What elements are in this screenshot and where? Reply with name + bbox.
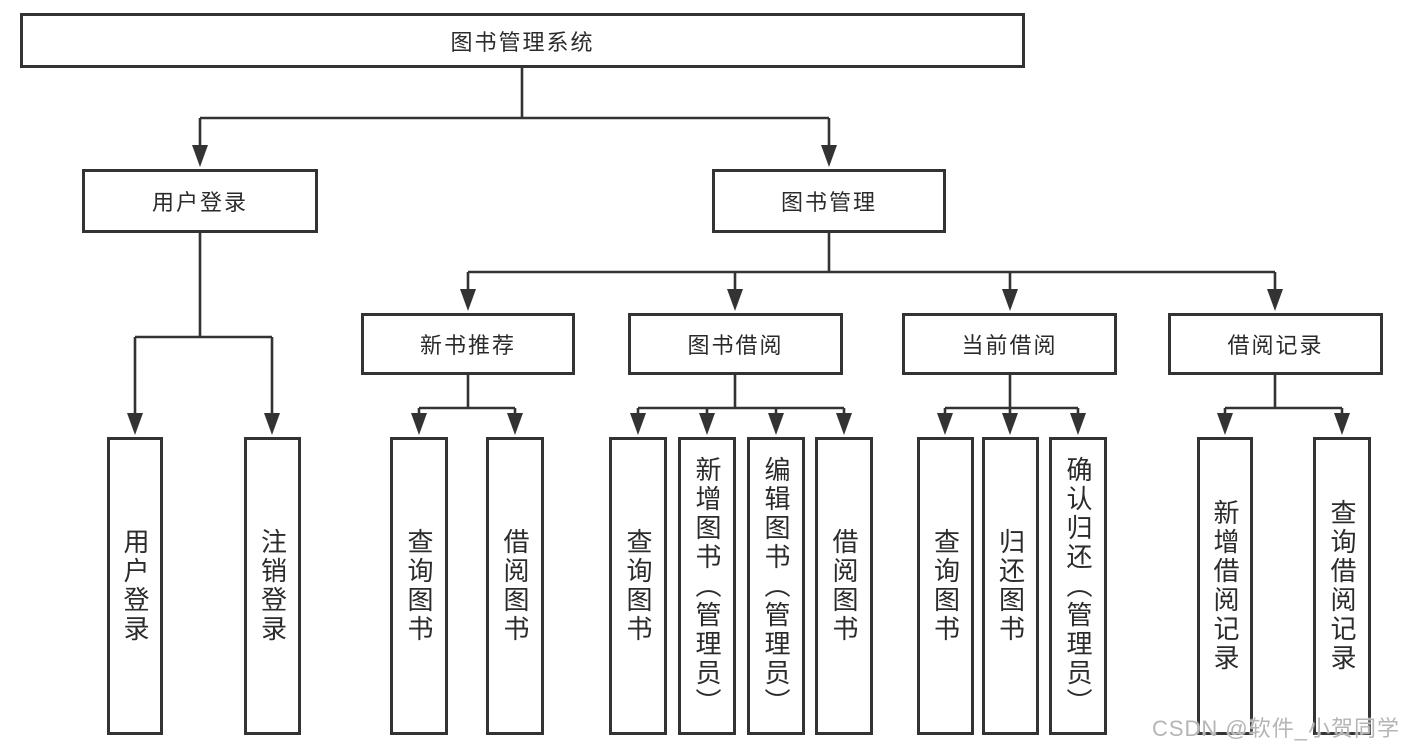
leaf-confirm-return-admin-label: 确认归还（管理员） [1063, 455, 1093, 717]
leaf-add-book-admin-label: 新增图书（管理员） [692, 455, 722, 717]
leaf-borrow-books-recommend-label: 借阅图书 [500, 528, 530, 644]
leaf-edit-book-admin: 编辑图书（管理员） [747, 437, 805, 735]
leaf-edit-book-admin-label: 编辑图书（管理员） [761, 455, 791, 717]
node-book-management-label: 图书管理 [780, 190, 877, 215]
leaf-borrow-books-recommend: 借阅图书 [486, 437, 544, 735]
node-book-management: 图书管理 [712, 169, 946, 233]
node-borrow-records: 借阅记录 [1168, 313, 1383, 375]
arrowhead-icons [127, 145, 1350, 435]
leaf-query-books-recommend-label: 查询图书 [404, 528, 434, 644]
leaf-user-login: 用户登录 [107, 437, 163, 735]
leaf-add-book-admin: 新增图书（管理员） [678, 437, 736, 735]
leaf-return-book: 归还图书 [982, 437, 1039, 735]
leaf-query-books-recommend: 查询图书 [390, 437, 448, 735]
node-current-borrow-label: 当前借阅 [961, 333, 1058, 358]
leaf-add-borrow-record-label: 新增借阅记录 [1210, 499, 1240, 673]
leaf-query-books-current-label: 查询图书 [930, 528, 961, 644]
leaf-user-login-label: 用户登录 [120, 528, 150, 644]
leaf-query-borrow-record-label: 查询借阅记录 [1327, 499, 1357, 673]
leaf-borrow-books-borrow-label: 借阅图书 [829, 528, 859, 644]
leaf-borrow-books-borrow: 借阅图书 [815, 437, 873, 735]
leaf-query-books-current: 查询图书 [917, 437, 974, 735]
node-current-borrow: 当前借阅 [902, 313, 1117, 375]
leaf-query-borrow-record: 查询借阅记录 [1313, 437, 1371, 735]
leaf-return-book-label: 归还图书 [995, 528, 1026, 644]
node-book-borrow-label: 图书借阅 [687, 333, 784, 358]
leaf-query-books-borrow: 查询图书 [609, 437, 667, 735]
leaf-confirm-return-admin: 确认归还（管理员） [1049, 437, 1107, 735]
root-node: 图书管理系统 [20, 13, 1025, 68]
leaf-query-books-borrow-label: 查询图书 [623, 528, 653, 644]
node-book-borrow: 图书借阅 [628, 313, 843, 375]
root-node-label: 图书管理系统 [450, 29, 595, 55]
node-user-login-label: 用户登录 [151, 190, 248, 215]
leaf-add-borrow-record: 新增借阅记录 [1197, 437, 1253, 735]
leaf-logout-label: 注销登录 [257, 528, 288, 644]
node-user-login: 用户登录 [82, 169, 318, 233]
node-borrow-records-label: 借阅记录 [1227, 333, 1324, 358]
node-new-book-recommend: 新书推荐 [361, 313, 575, 375]
leaf-logout: 注销登录 [244, 437, 301, 735]
csdn-watermark: CSDN @软件_小贺同学 [1151, 716, 1400, 741]
node-new-book-recommend-label: 新书推荐 [419, 333, 516, 358]
